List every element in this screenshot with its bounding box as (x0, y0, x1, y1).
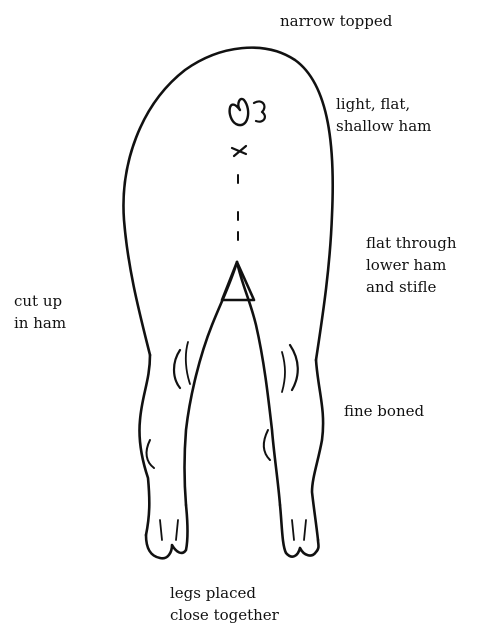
label-narrow-topped: narrow topped (280, 10, 392, 32)
label-line: flat through (366, 232, 457, 254)
right-hock (264, 430, 270, 460)
left-hock (147, 440, 154, 468)
label-lower-ham: flat through lower ham and stifle (366, 232, 457, 298)
label-line: close together (170, 604, 279, 626)
tail (230, 99, 249, 125)
label-cut-up-in-ham: cut up in ham (14, 290, 66, 334)
left-ham-crease (174, 350, 180, 388)
right-leg-outer (312, 360, 323, 540)
label-fine-boned: fine boned (344, 400, 424, 422)
label-line: legs placed (170, 582, 279, 604)
anus-mark (232, 146, 246, 156)
left-leg-inner (185, 262, 238, 505)
body-outline (124, 48, 333, 360)
label-line: narrow topped (280, 10, 392, 32)
label-line: in ham (14, 312, 66, 334)
label-line: cut up (14, 290, 66, 312)
label-ham: light, flat, shallow ham (336, 93, 431, 137)
right-hoof (280, 505, 319, 557)
right-leg-inner (237, 262, 280, 505)
label-line: fine boned (344, 400, 424, 422)
label-line: lower ham (366, 254, 457, 276)
right-ham-crease (290, 345, 298, 390)
label-line: light, flat, (336, 93, 431, 115)
left-hoof (146, 505, 188, 558)
label-legs-placed: legs placed close together (170, 582, 279, 626)
label-line: shallow ham (336, 115, 431, 137)
label-line: and stifle (366, 276, 457, 298)
